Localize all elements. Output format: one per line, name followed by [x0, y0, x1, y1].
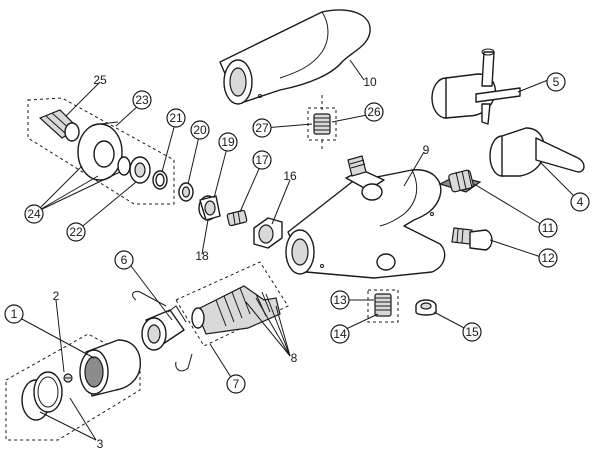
part-26-27-insert [313, 113, 331, 135]
part-2-screw [63, 373, 73, 383]
part-9-valve-body [285, 155, 446, 279]
part-8-cartridge [191, 285, 281, 335]
part-10-spout [219, 9, 371, 105]
callout-7-label: 7 [233, 377, 240, 391]
callout-20-label: 20 [193, 123, 207, 137]
label-18-text: 18 [195, 249, 209, 263]
part-5-cross-handle [431, 48, 521, 125]
callout-12: 12 [538, 248, 558, 268]
callout-11: 11 [538, 218, 558, 238]
callout-27: 27 [252, 118, 272, 138]
callout-11-label: 11 [542, 221, 555, 235]
label-8-text: 8 [291, 351, 298, 365]
part-1-knob [79, 339, 141, 397]
callout-23: 23 [132, 90, 152, 110]
callout-7: 7 [226, 374, 246, 394]
callout-22: 22 [66, 222, 86, 242]
callout-22-label: 22 [69, 225, 83, 239]
label-25-text: 25 [93, 73, 107, 87]
callout-13-label: 13 [333, 293, 347, 307]
part-24-ring [117, 156, 131, 176]
part-3-cap [21, 371, 63, 421]
part-18-19-coupling [198, 195, 221, 221]
callout-6-label: 6 [121, 253, 128, 267]
callout-1-label: 1 [11, 307, 18, 321]
part-4-lever-handle [489, 127, 585, 177]
callout-6: 6 [114, 250, 134, 270]
label-2: 2 [53, 289, 60, 303]
callout-12-label: 12 [541, 251, 555, 265]
callout-17: 17 [252, 150, 272, 170]
callout-20: 20 [190, 120, 210, 140]
label-9-text: 9 [423, 143, 430, 157]
callout-26-label: 26 [367, 105, 381, 119]
leader-lines [19, 59, 575, 441]
label-3-text: 3 [97, 437, 104, 451]
callout-5: 5 [546, 72, 566, 92]
callout-15-label: 15 [465, 325, 479, 339]
part-22-washer [129, 156, 151, 184]
part-21-o-ring [152, 170, 168, 190]
callout-1: 1 [4, 304, 24, 324]
callout-17-label: 17 [255, 153, 269, 167]
callout-4-label: 4 [577, 195, 584, 209]
label-25: 25 [93, 73, 107, 87]
callout-19-label: 19 [221, 135, 235, 149]
label-2-text: 2 [53, 289, 60, 303]
callout-13: 13 [330, 290, 350, 310]
label-18: 18 [195, 249, 209, 263]
part-6-clip [132, 291, 193, 372]
callout-15: 15 [462, 322, 482, 342]
callout-14: 14 [330, 324, 350, 344]
label-10-text: 10 [363, 75, 377, 89]
callout-24: 24 [24, 204, 44, 224]
callout-4: 4 [570, 192, 590, 212]
part-20-washer [178, 182, 194, 202]
label-9: 9 [423, 143, 430, 157]
part-11-cartridge [438, 169, 482, 193]
callout-23-label: 23 [135, 93, 149, 107]
part-12-diverter-knob [451, 227, 493, 251]
callout-24-label: 24 [27, 207, 41, 221]
label-3: 3 [97, 437, 104, 451]
callout-14-label: 14 [333, 327, 347, 341]
part-23-cover [77, 121, 123, 181]
callout-27-label: 27 [255, 121, 269, 135]
callout-21-label: 21 [169, 111, 183, 125]
callout-5-label: 5 [553, 75, 560, 89]
label-16: 16 [283, 169, 297, 183]
part-25-hose-connector [38, 109, 80, 142]
part-13-14-insert [374, 293, 392, 317]
part-15-aerator [415, 299, 437, 316]
label-16-text: 16 [283, 169, 297, 183]
label-10: 10 [363, 75, 377, 89]
callout-26: 26 [364, 102, 384, 122]
callout-19: 19 [218, 132, 238, 152]
part-16-nut [253, 217, 283, 249]
label-8: 8 [291, 351, 298, 365]
callout-21: 21 [166, 108, 186, 128]
part-17-fitting [226, 209, 248, 227]
